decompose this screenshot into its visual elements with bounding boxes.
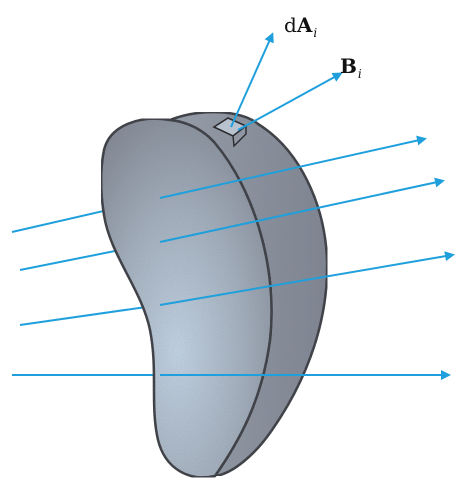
label-area-subscript: i [313,26,318,40]
label-area-element: dAi [284,13,317,39]
label-field-subscript: i [357,67,362,81]
label-field: Bi [340,54,362,80]
area-vector-dA [230,32,274,128]
label-area-symbol: A [296,13,313,37]
label-area-prefix: d [284,13,297,37]
field-line-1-exit [159,135,427,199]
field-line-2-exit [159,177,445,243]
field-line-3-exit [159,251,455,306]
surface-face [99,117,273,479]
field-lines-front [159,32,455,380]
field-line-3-entry [19,304,161,326]
field-vector-B [237,72,343,131]
label-field-symbol: B [340,54,357,78]
